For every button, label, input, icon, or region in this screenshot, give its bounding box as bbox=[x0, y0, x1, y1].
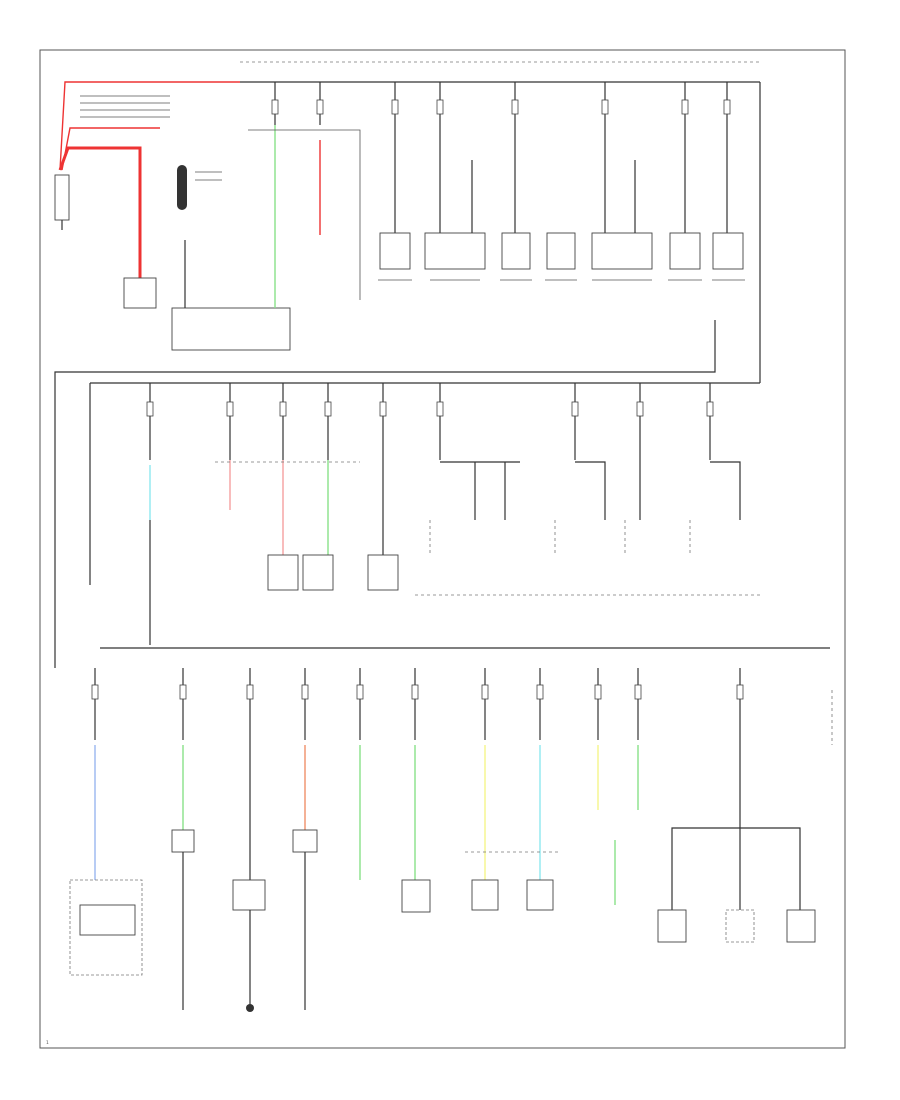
battery bbox=[54, 174, 70, 221]
fuel-pump-box bbox=[471, 879, 499, 911]
generator bbox=[171, 307, 291, 351]
fuse-s2-4 bbox=[324, 401, 332, 417]
fuse-s2-7 bbox=[571, 401, 579, 417]
s2-bus-b bbox=[575, 461, 606, 520]
ac-relay-load bbox=[669, 232, 701, 270]
trailer-box bbox=[367, 554, 399, 591]
fuse-s3-6 bbox=[411, 684, 419, 700]
starter-relay bbox=[123, 277, 157, 309]
fuse-s3-1 bbox=[91, 684, 99, 700]
fuse-s2-8 bbox=[636, 401, 644, 417]
s3-module-box bbox=[232, 879, 266, 911]
instrument-cluster-box bbox=[69, 879, 143, 976]
fuse-s3-8 bbox=[536, 684, 544, 700]
instrument-cluster-inner bbox=[79, 904, 136, 936]
fuse-s2-9 bbox=[706, 401, 714, 417]
fuse-7 bbox=[681, 99, 689, 115]
fuse-s2-1 bbox=[146, 401, 154, 417]
page-number: 1 bbox=[46, 1040, 49, 1046]
fuse-1 bbox=[271, 99, 279, 115]
pcm-relay-load bbox=[546, 232, 576, 270]
fusible-link-icon bbox=[177, 165, 187, 210]
fuel-relay-load bbox=[501, 232, 531, 270]
s2-bus-c bbox=[710, 461, 741, 520]
battery-feed-wire bbox=[59, 81, 240, 171]
s3-diode-box bbox=[171, 829, 195, 853]
s3-module-bus bbox=[671, 827, 801, 910]
fuse-2 bbox=[316, 99, 324, 115]
fuse-4 bbox=[436, 99, 444, 115]
module-box-3 bbox=[786, 909, 816, 943]
stop-lamp-box bbox=[302, 554, 334, 591]
fuse-s3-5 bbox=[356, 684, 364, 700]
fuse-s3-10 bbox=[634, 684, 642, 700]
cooling-relay-load bbox=[591, 232, 653, 270]
fuse-5 bbox=[511, 99, 519, 115]
diagram-frame bbox=[39, 49, 846, 1049]
battery-starter-wire bbox=[58, 146, 142, 278]
s3-load-box bbox=[401, 879, 431, 913]
ignition-feed-wire bbox=[54, 320, 716, 668]
module-box-2 bbox=[725, 909, 755, 943]
fuse-s3-7 bbox=[481, 684, 489, 700]
fuse-s3-2 bbox=[179, 684, 187, 700]
fuse-6 bbox=[601, 99, 609, 115]
junction-box-outline bbox=[248, 129, 361, 300]
fuse-s3-3 bbox=[246, 684, 254, 700]
fuel-pump-box-2 bbox=[526, 879, 554, 911]
fuse-s3-11 bbox=[736, 684, 744, 700]
fuse-3 bbox=[391, 99, 399, 115]
ground-icon bbox=[246, 1004, 254, 1012]
module-box-1 bbox=[657, 909, 687, 943]
fuse-s2-3 bbox=[279, 401, 287, 417]
ignition-relay-load bbox=[712, 232, 744, 270]
fuse-8 bbox=[723, 99, 731, 115]
fuse-s2-6 bbox=[436, 401, 444, 417]
fuse-s3-9 bbox=[594, 684, 602, 700]
turn-flasher-box bbox=[267, 554, 299, 591]
horn-relay-load bbox=[424, 232, 486, 270]
starter-relay-load bbox=[379, 232, 411, 270]
s3-relay-box bbox=[292, 829, 318, 853]
fuse-s2-5 bbox=[379, 401, 387, 417]
fuse-s2-2 bbox=[226, 401, 234, 417]
fuse-s3-4 bbox=[301, 684, 309, 700]
